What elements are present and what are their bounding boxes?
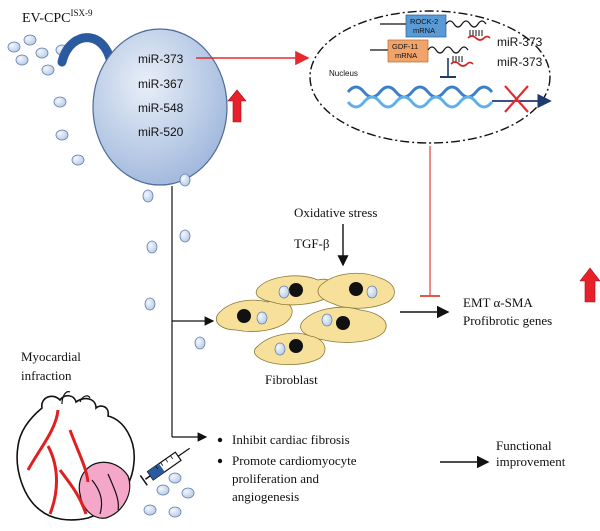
mir373-right-label: miR-373 xyxy=(497,35,543,49)
mir373-right-label: miR-373 xyxy=(497,55,543,69)
functional-label-line2: improvement xyxy=(496,454,566,469)
fibroblast-nuclei xyxy=(237,282,378,356)
rock2-label-line2: mRNA xyxy=(413,26,435,35)
mirna-item: miR-367 xyxy=(138,77,184,91)
bullet xyxy=(217,458,223,464)
gdf11-binding-site xyxy=(452,56,463,62)
rock2-label-line1: ROCK-2 xyxy=(410,17,438,26)
gdf11-label-line1: GDF-11 xyxy=(392,42,418,51)
tgf-beta-label: TGF-β xyxy=(294,236,330,251)
dna-icon xyxy=(346,85,494,109)
rock2-mrna-strand xyxy=(445,20,487,28)
outcome-item-cont: angiogenesis xyxy=(232,489,299,504)
gdf11-mrna-strand xyxy=(427,46,469,54)
vesicle-cluster-top-left xyxy=(7,34,85,166)
myocardial-label-line1: Myocardial xyxy=(21,349,81,364)
up-arrow-icon xyxy=(579,267,600,303)
mir373-strand xyxy=(450,61,474,67)
ev-vesicle xyxy=(92,28,228,186)
fibroblast-label: Fibroblast xyxy=(265,372,318,387)
gdf11-label-line2: mRNA xyxy=(395,51,417,60)
bullet xyxy=(217,437,223,443)
mir373-strand xyxy=(467,35,491,41)
mirna-item: miR-373 xyxy=(138,52,184,66)
heart-icon xyxy=(16,391,135,521)
blocked-cross-icon xyxy=(504,85,529,113)
oxidative-stress-label: Oxidative stress xyxy=(294,205,377,220)
ev-label: EV-CPCISX-9 xyxy=(22,8,93,26)
up-arrow-icon xyxy=(227,89,247,123)
functional-label-line1: Functional xyxy=(496,438,552,453)
myocardial-label-line2: infraction xyxy=(21,368,72,383)
profibrotic-label: Profibrotic genes xyxy=(463,313,552,328)
rock2-binding-site xyxy=(469,30,483,36)
outcome-item: Inhibit cardiac fibrosis xyxy=(232,432,350,447)
mirna-item: miR-548 xyxy=(138,101,184,115)
outcome-item-cont: proliferation and xyxy=(232,471,319,486)
outcome-item: Promote cardiomyocyte xyxy=(232,453,357,468)
nucleus-label: Nucleus xyxy=(329,69,358,78)
mirna-item: miR-520 xyxy=(138,125,184,139)
syringe-icon xyxy=(139,447,191,486)
nucleus-boundary xyxy=(309,10,551,144)
rock2-mrna-box xyxy=(405,14,447,38)
gdf11-mrna-box xyxy=(387,39,429,63)
emt-label: EMT α-SMA xyxy=(463,295,533,310)
vesicle-trail xyxy=(142,173,206,518)
